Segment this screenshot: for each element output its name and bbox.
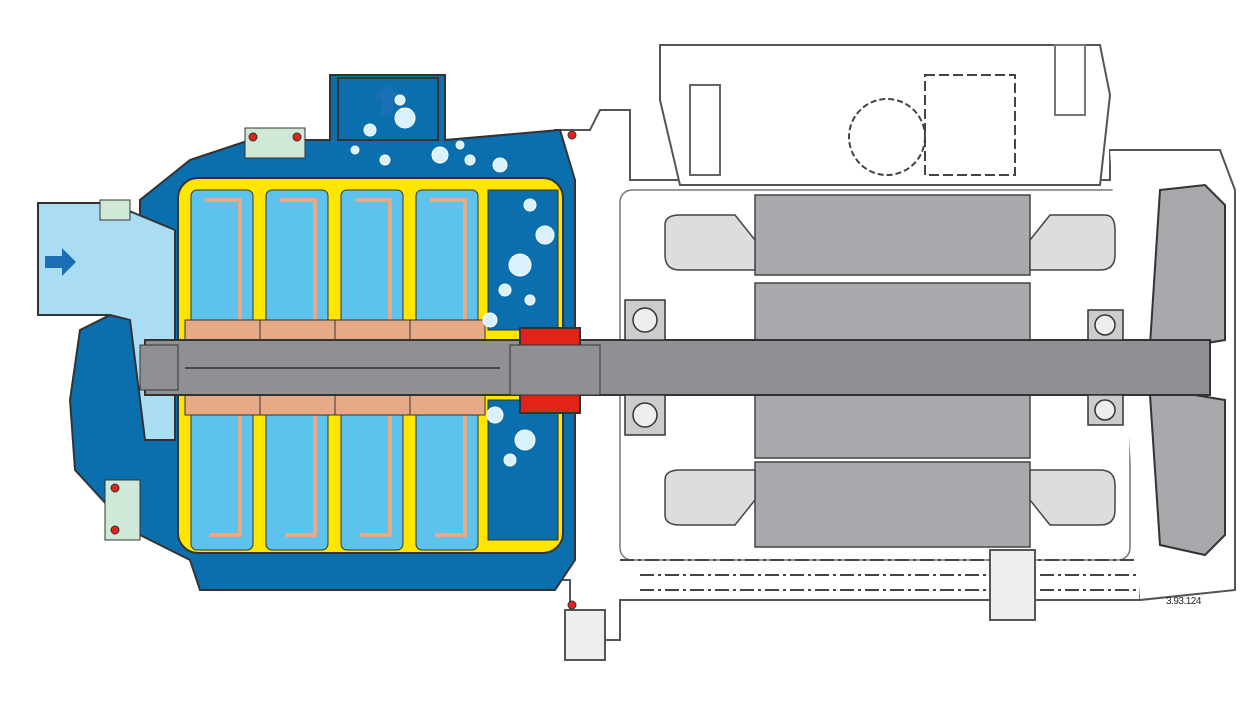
stage-chamber — [265, 399, 329, 551]
stage-chamber — [190, 399, 254, 551]
mechanical-seal — [509, 327, 601, 414]
stage-chamber — [340, 399, 404, 551]
bubble — [514, 429, 536, 451]
bubble — [431, 146, 449, 164]
bubble — [455, 140, 465, 150]
stage-chamber — [265, 189, 329, 341]
bubble — [523, 198, 537, 212]
shaft-nut — [139, 344, 179, 391]
bubble — [394, 107, 416, 129]
bubble — [363, 123, 377, 137]
stage-chamber — [190, 189, 254, 341]
stator — [664, 194, 1116, 548]
air-bubbles — [350, 94, 555, 467]
bubble — [482, 312, 498, 328]
bubble — [524, 294, 536, 306]
bubble — [379, 154, 391, 166]
outlet-flow-arrow-icon — [373, 84, 401, 115]
inlet-flow-arrow-icon — [45, 248, 76, 276]
bubble — [535, 225, 555, 245]
bearings — [624, 299, 1124, 436]
gaskets — [99, 127, 577, 610]
stage-chamber — [340, 189, 404, 341]
bubble — [508, 253, 532, 277]
stage-chamber — [415, 189, 479, 341]
reference-code: 3.93.124 — [1166, 596, 1201, 607]
bubble — [492, 157, 508, 173]
bubble — [350, 145, 360, 155]
stage-outlet — [487, 399, 559, 541]
bubble — [503, 453, 517, 467]
bubble — [394, 94, 406, 106]
bubble — [486, 406, 504, 424]
bubble — [464, 154, 476, 166]
stage-chamber — [415, 399, 479, 551]
bubble — [498, 283, 512, 297]
terminal-box — [659, 44, 1112, 186]
